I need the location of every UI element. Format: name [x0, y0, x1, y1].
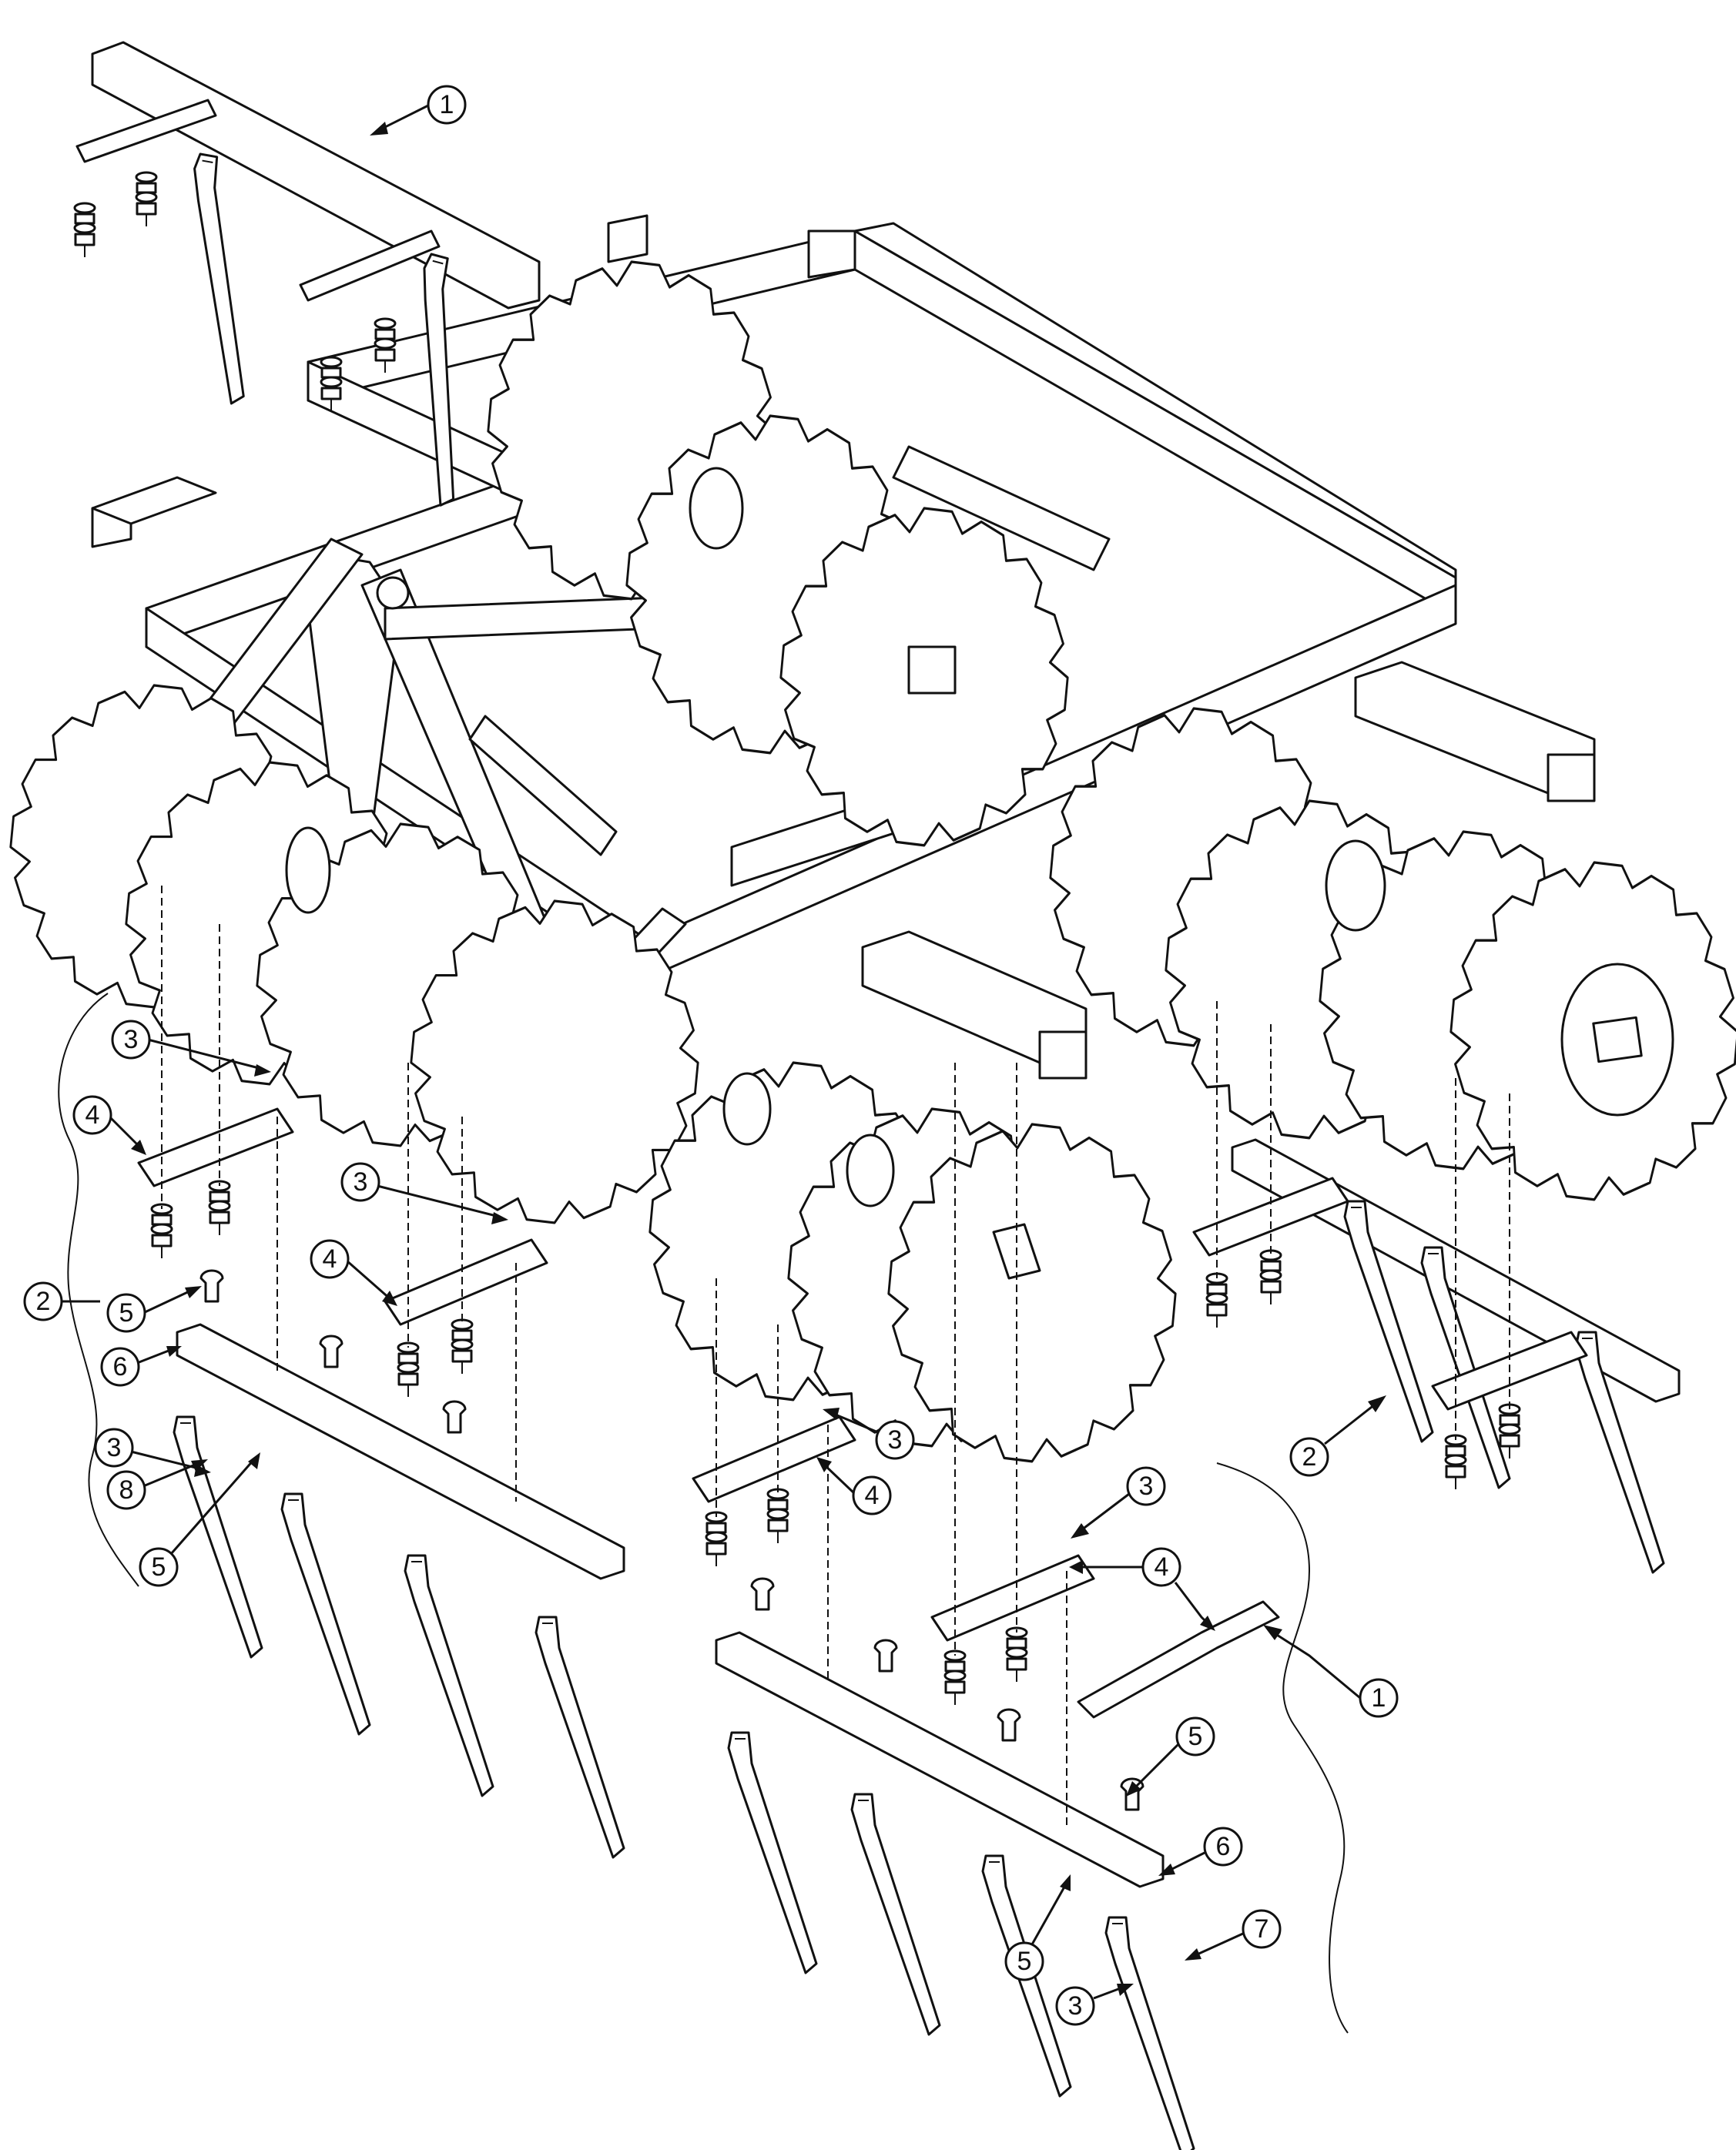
callout-label: 4	[323, 1244, 337, 1274]
callout-label: 5	[119, 1298, 134, 1328]
disc-gang-rear	[487, 260, 1069, 847]
callout-3b: 3	[340, 1162, 508, 1224]
callout-label: 8	[119, 1475, 134, 1505]
callout-5c: 5	[1126, 1716, 1215, 1797]
disc-gang-right	[1049, 707, 1736, 1201]
callout-label: 2	[1302, 1442, 1317, 1472]
callout-3a: 3	[111, 1020, 271, 1077]
callout-label: 6	[113, 1352, 128, 1381]
callout-5a: 5	[106, 1286, 202, 1333]
callout-8a: 8	[106, 1459, 208, 1510]
callout-label: 7	[1255, 1914, 1269, 1944]
disc-gang-left	[9, 684, 699, 1224]
callout-5d: 5	[1004, 1874, 1071, 1981]
callout-2-right: 2	[1289, 1395, 1386, 1477]
callout-6a: 6	[100, 1346, 182, 1387]
callout-label: 4	[1155, 1552, 1169, 1582]
callouts: 1 1 2 2 3 3	[23, 85, 1399, 2026]
lower-left-shank-bar	[137, 1107, 625, 1859]
callout-label: 4	[865, 1481, 880, 1510]
callout-label: 6	[1216, 1832, 1231, 1861]
callout-label: 3	[888, 1425, 903, 1455]
callout-1-right: 1	[1263, 1625, 1399, 1718]
disc-gang-front	[648, 1061, 1177, 1463]
callout-3d: 3	[823, 1408, 915, 1460]
callout-label: 3	[107, 1433, 122, 1462]
callout-5b: 5	[139, 1452, 260, 1587]
break-lines	[58, 993, 1349, 2034]
callout-label: 1	[1372, 1683, 1386, 1713]
callout-4d: 4	[1069, 1547, 1215, 1631]
callout-label: 5	[152, 1552, 166, 1582]
callout-4c: 4	[816, 1457, 892, 1515]
upper-shank-bar	[73, 41, 541, 510]
callout-4b: 4	[310, 1239, 397, 1306]
callout-3e: 3	[1071, 1466, 1166, 1539]
callout-4a: 4	[72, 1095, 146, 1155]
right-shank-bar	[1192, 1138, 1681, 1574]
callout-label: 5	[1188, 1722, 1203, 1751]
assembly-lines	[161, 886, 1510, 1825]
callout-label: 3	[354, 1167, 368, 1197]
callout-7a: 7	[1185, 1909, 1282, 1961]
lower-center-shank-bar	[692, 1415, 1280, 2150]
callout-3c: 3	[94, 1428, 211, 1477]
callout-label: 5	[1017, 1947, 1032, 1976]
callout-1-top: 1	[370, 85, 467, 136]
callout-label: 2	[36, 1287, 51, 1316]
callout-label: 4	[85, 1100, 100, 1130]
callout-6b: 6	[1158, 1827, 1243, 1876]
callout-3f: 3	[1055, 1984, 1134, 2026]
callout-label: 3	[124, 1025, 139, 1054]
callout-label: 3	[1068, 1991, 1083, 2021]
callout-2-left: 2	[23, 1281, 100, 1321]
callout-label: 1	[440, 90, 454, 119]
callout-label: 3	[1139, 1472, 1154, 1501]
